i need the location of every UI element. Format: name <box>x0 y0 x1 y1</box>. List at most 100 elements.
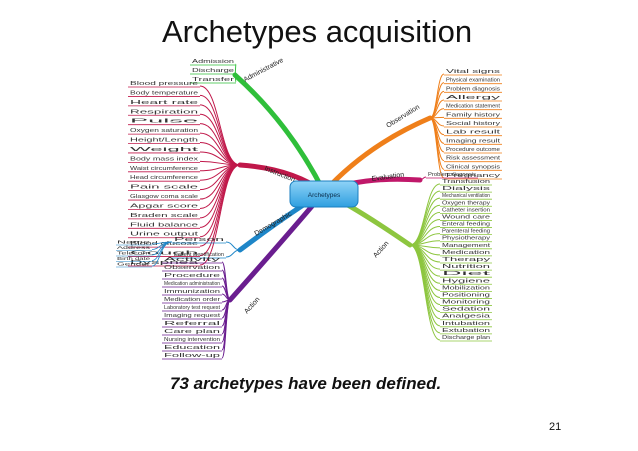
leaf-label: Medication order <box>164 297 220 303</box>
leaf-label: Pulse <box>130 119 199 125</box>
leaf-connector <box>221 269 231 301</box>
leaf-connector <box>199 164 241 228</box>
leaf-label: Pain scale <box>130 185 198 191</box>
leaf-label: Management <box>442 243 491 249</box>
leaf-label: Waist circumference <box>130 166 198 172</box>
page-number: 21 <box>549 421 562 433</box>
branch-label: Administrative <box>243 57 285 84</box>
leaf-label: Hygiene <box>442 278 490 284</box>
leaf-label: Oxygen saturation <box>130 128 198 134</box>
leaf-label: Problem diagnosis <box>428 172 476 178</box>
leaf-label: Vital signs <box>446 69 501 75</box>
leaf-label: Heart rate <box>130 100 198 106</box>
leaf-label: Nursing intervention <box>164 337 220 343</box>
leaf-label: Transfusion <box>442 179 490 185</box>
leaf-connector <box>409 244 441 341</box>
leaf-label: Monitoring <box>442 300 490 306</box>
leaf-label: Social history <box>446 121 501 127</box>
leaf-connector <box>409 190 441 246</box>
leaf-label: Laboratory test request <box>164 305 221 311</box>
leaf-label: Height/Length <box>130 138 198 144</box>
leaf-label: Care plan <box>164 329 220 335</box>
leaf-label: Risk assessment <box>446 156 501 162</box>
leaf-connector <box>419 176 427 181</box>
subleaf-label: Birth date <box>117 256 151 261</box>
leaf-label: Cough <box>130 251 198 257</box>
leaf-label: Discharge plan <box>442 335 490 341</box>
leaf-label: Mobilization <box>442 285 490 291</box>
leaf-label: Medication administration <box>164 281 220 287</box>
leaf-connector <box>429 117 445 179</box>
leaf-label: Braden scale <box>130 213 198 219</box>
leaf-connector <box>234 74 237 83</box>
leaf-label: Medication <box>442 250 490 256</box>
leaf-label: Imaging result <box>446 138 501 144</box>
leaf-label: Patient identification <box>174 252 224 258</box>
branch-label: Instruction <box>263 165 296 184</box>
leaf-label: Apgar score <box>130 203 198 209</box>
leaf-label: Enteral feeding <box>442 222 490 228</box>
leaf-label: Transfer <box>192 77 235 83</box>
leaf-label: Follow-up <box>164 353 220 359</box>
leaf-label: Clinical synopsis <box>446 164 501 170</box>
leaf-label: Body temperature <box>130 90 198 96</box>
leaf-label: Mechanical ventilation <box>442 193 490 199</box>
leaf-connector <box>429 73 445 119</box>
leaf-label: Glasgow coma scale <box>130 194 198 200</box>
leaf-label: Diet <box>442 271 493 277</box>
leaf-label: Urine output <box>130 232 199 238</box>
leaf-label: Therapy <box>442 257 491 263</box>
central-topic-label: Archetypes <box>308 192 341 199</box>
branch-line <box>232 72 327 195</box>
leaf-label: Sedation <box>442 307 490 313</box>
leaf-label: Discharge <box>192 68 234 74</box>
leaf-label: Blood pressure <box>130 81 198 87</box>
leaf-label: Weight <box>130 147 200 153</box>
leaf-label: Education <box>164 345 220 351</box>
leaf-label: Medication statement <box>446 104 501 110</box>
leaf-label: Pregnancy <box>446 173 501 179</box>
leaf-connector <box>221 299 231 359</box>
leaf-connector <box>199 94 241 166</box>
leaf-label: Head circumference <box>130 175 198 181</box>
branch-label: Evaluation <box>371 171 404 182</box>
leaf-connector <box>199 164 241 238</box>
leaf-label: Problem diagnosis <box>446 86 500 92</box>
leaf-connector <box>409 197 441 246</box>
branch-label: Action <box>372 240 390 259</box>
leaf-label: Catheter insertion <box>442 207 490 213</box>
leaf-label: Imaging request <box>164 313 221 319</box>
subleaf-label: Name <box>117 240 151 245</box>
subleaf-label: Telecom <box>117 251 150 256</box>
leaf-label: Physiotherapy <box>442 236 491 242</box>
leaf-label: Observation <box>164 265 220 271</box>
leaf-label: Person <box>174 237 224 243</box>
leaf-label: Nutrition <box>442 264 490 270</box>
leaf-label: Procedure outcome <box>446 147 500 153</box>
leaf-connector <box>199 104 241 166</box>
leaf-connector <box>409 244 441 313</box>
leaf-label: Respiration <box>130 109 198 115</box>
leaf-label: Analgesia <box>442 314 490 320</box>
leaf-label: Activity <box>164 257 221 263</box>
subleaf-label: Address <box>117 245 151 250</box>
leaf-label: Physical examination <box>446 78 500 84</box>
leaf-connector <box>429 117 445 162</box>
leaf-label: Dialysis <box>442 186 491 192</box>
leaf-label: Allergy <box>446 95 501 101</box>
branch-label: Action <box>243 296 261 315</box>
leaf-connector <box>199 132 241 166</box>
leaf-connector <box>199 113 241 166</box>
slide-caption: 73 archetypes have been defined. <box>170 374 442 393</box>
leaf-label: Immunization <box>164 289 220 295</box>
leaf-label: Referral <box>164 321 220 327</box>
leaf-label: Family history <box>446 112 501 118</box>
leaf-label: Positioning <box>442 292 490 298</box>
leaf-label: Body mass index <box>130 156 199 162</box>
leaf-label: Admission <box>192 59 234 65</box>
leaf-label: Extubation <box>442 328 490 334</box>
